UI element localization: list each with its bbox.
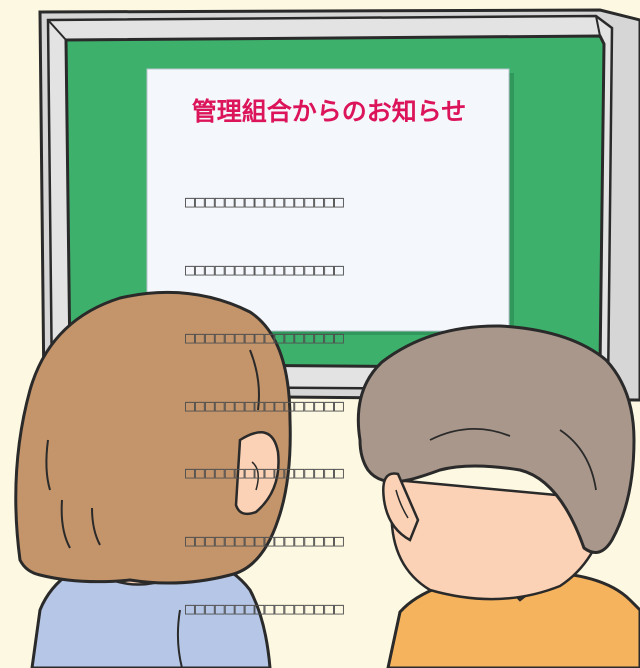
notice-line: □□□□□□□□□□□□□□□□ [185,327,344,347]
notice-line: □□□□□□□□□□□□□□□□ [185,598,344,618]
notice-line: □□□□□□□□□□□□□□□□ [185,463,344,483]
notice-line: □□□□□□□□□□□□□□□□ [185,395,344,415]
notice-line: □□□□□□□□□□□□□□□□ [185,259,344,279]
notice-paper [146,68,514,335]
notice-title: 管理組合からのお知らせ [191,97,467,126]
notice-line: □□□□□□□□□□□□□□□□ [185,192,344,212]
woman-figure [14,290,292,668]
man-figure [356,324,640,668]
notice-line: □□□□□□□□□□□□□□□□ [185,531,344,551]
notice-body: □□□□□□□□□□□□□□□□ □□□□□□□□□□□□□□□□ □□□□□□… [185,146,475,666]
